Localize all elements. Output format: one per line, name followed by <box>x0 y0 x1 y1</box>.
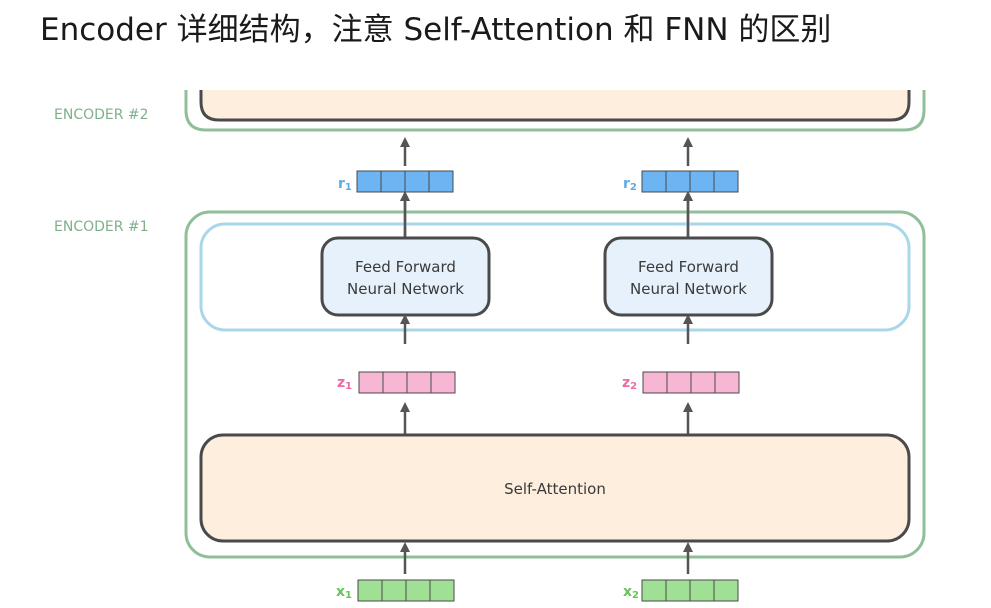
ffn-box-2 <box>603 236 774 317</box>
encoder-2-outer <box>184 90 926 132</box>
x1-vector <box>357 579 455 602</box>
r1-vector <box>356 170 454 193</box>
x2-vector <box>641 579 739 602</box>
encoder-1-label: ENCODER #1 <box>54 219 149 235</box>
x2-label: x2 <box>623 584 639 601</box>
z2-label: z2 <box>622 375 637 392</box>
z1-label: z1 <box>337 375 352 392</box>
ffn-box-1 <box>320 236 491 317</box>
encoder-2-label: ENCODER #2 <box>54 107 149 123</box>
ffn-2-line2: Neural Network <box>630 280 747 298</box>
ffn-1-line2: Neural Network <box>347 280 464 298</box>
x1-label: x1 <box>336 584 352 601</box>
self-attention-label: Self-Attention <box>504 480 606 498</box>
encoder-1-outer <box>184 210 926 559</box>
self-attention-box <box>199 433 911 543</box>
ffn-2-line1: Feed Forward <box>638 258 739 276</box>
page-title: Encoder 详细结构，注意 Self-Attention 和 FNN 的区别 <box>40 12 832 48</box>
encoder-2-inner-box <box>201 90 909 120</box>
ffn-1-line1: Feed Forward <box>355 258 456 276</box>
r1-label: r1 <box>338 176 352 193</box>
encoder-2-inner-border <box>199 90 911 122</box>
r2-label: r2 <box>623 176 637 193</box>
z2-vector <box>642 371 740 394</box>
z1-vector <box>358 371 456 394</box>
ffn-layer <box>199 222 911 332</box>
r2-vector <box>641 170 739 193</box>
